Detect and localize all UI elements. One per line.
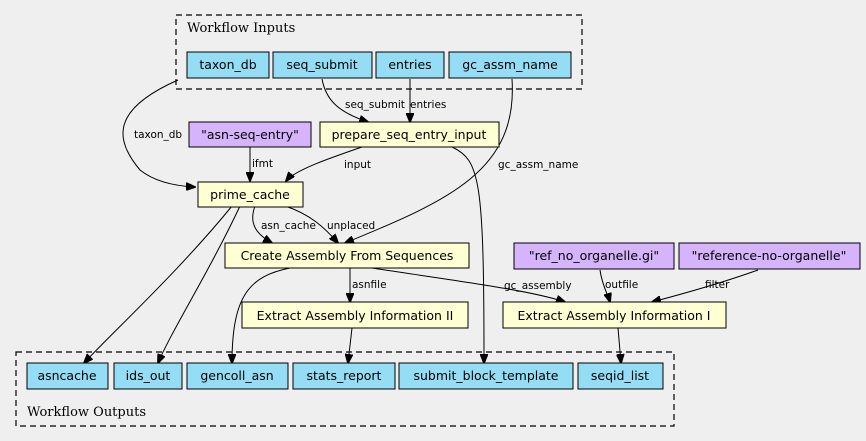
- edge-gc-assembly: [371, 267, 565, 302]
- edge-label-outfile: outfile: [605, 279, 638, 291]
- workflow-outputs-cluster: Workflow Outputs: [15, 351, 675, 427]
- svg-text:prepare_seq_entry_input: prepare_seq_entry_input: [332, 127, 487, 142]
- edge-label-entries: entries: [410, 99, 446, 111]
- edge-filter: [652, 269, 759, 302]
- node-stats-report[interactable]: stats_report: [292, 362, 396, 390]
- edge-seq-submit: [321, 78, 368, 122]
- svg-text:Extract Assembly Information I: Extract Assembly Information I: [518, 308, 711, 323]
- node-entries[interactable]: entries: [375, 51, 445, 79]
- node-gc-assm-name[interactable]: gc_assm_name: [448, 51, 572, 79]
- svg-text:ids_out: ids_out: [126, 368, 171, 383]
- svg-text:seq_submit: seq_submit: [286, 57, 357, 72]
- node-ref-no-organelle-gi[interactable]: "ref_no_organelle.gi": [513, 242, 675, 270]
- node-ids-out[interactable]: ids_out: [113, 362, 183, 390]
- edge-gc-assm-name: [345, 78, 513, 243]
- edges: taxon_db seq_submit entries gc_assm_name…: [84, 78, 759, 363]
- svg-text:gc_assm_name: gc_assm_name: [462, 57, 558, 72]
- edge-label-unplaced: unplaced: [327, 220, 375, 232]
- workflow-inputs-label: Workflow Inputs: [187, 21, 295, 36]
- edge-label-filter: filter: [705, 279, 730, 291]
- edge-label-ifmt: ifmt: [252, 158, 273, 170]
- edge-outfile: [599, 269, 610, 302]
- svg-text:taxon_db: taxon_db: [199, 57, 256, 72]
- svg-text:gencoll_asn: gencoll_asn: [200, 368, 273, 383]
- node-asncache[interactable]: asncache: [26, 362, 109, 390]
- edge-info-ii-to-stats: [348, 327, 352, 363]
- node-extract-info-ii[interactable]: Extract Assembly Information II: [241, 301, 469, 329]
- node-taxon-db[interactable]: taxon_db: [186, 51, 270, 79]
- edge-label-taxon-db: taxon_db: [134, 129, 182, 141]
- edge-unplaced: [284, 205, 338, 243]
- node-gencoll-asn[interactable]: gencoll_asn: [186, 362, 289, 390]
- svg-text:"ref_no_organelle.gi": "ref_no_organelle.gi": [529, 248, 659, 263]
- edge-prime-to-ids-out: [158, 205, 241, 363]
- edge-label-seq-submit: seq_submit: [345, 99, 405, 111]
- node-create-assembly[interactable]: Create Assembly From Sequences: [224, 242, 470, 269]
- node-prepare-seq-entry-input[interactable]: prepare_seq_entry_input: [319, 121, 500, 148]
- edge-taxon-db: [122, 79, 195, 187]
- edge-prime-to-asncache: [84, 205, 233, 363]
- node-extract-info-i[interactable]: Extract Assembly Information I: [502, 301, 727, 329]
- svg-text:submit_block_template: submit_block_template: [413, 368, 558, 383]
- edge-input: [286, 146, 363, 181]
- node-prime-cache[interactable]: prime_cache: [197, 181, 304, 208]
- edge-label-asn-cache: asn_cache: [261, 220, 316, 232]
- node-seqid-list[interactable]: seqid_list: [577, 362, 664, 390]
- workflow-inputs-cluster: Workflow Inputs: [175, 14, 583, 90]
- edge-info-i-to-seqid: [618, 327, 621, 363]
- edge-asn-cache: [252, 205, 272, 243]
- svg-text:"reference-no-organelle": "reference-no-organelle": [692, 248, 847, 263]
- edge-prepare-to-submit-block: [451, 146, 484, 363]
- svg-text:"asn-seq-entry": "asn-seq-entry": [201, 127, 299, 142]
- svg-text:seqid_list: seqid_list: [591, 368, 649, 383]
- node-seq-submit[interactable]: seq_submit: [272, 51, 373, 79]
- svg-text:Extract Assembly Information I: Extract Assembly Information II: [257, 308, 454, 323]
- node-asn-seq-entry[interactable]: "asn-seq-entry": [188, 121, 312, 148]
- node-submit-block-template[interactable]: submit_block_template: [398, 362, 574, 390]
- edge-label-input: input: [344, 159, 371, 171]
- svg-text:entries: entries: [388, 57, 431, 72]
- nodes: taxon_db seq_submit entries gc_assm_name…: [26, 51, 861, 390]
- svg-text:Create Assembly From Sequences: Create Assembly From Sequences: [241, 248, 454, 263]
- svg-text:stats_report: stats_report: [307, 368, 382, 383]
- edge-create-to-gencoll: [232, 267, 291, 363]
- edge-label-asnfile: asnfile: [352, 279, 387, 291]
- node-reference-no-organelle[interactable]: "reference-no-organelle": [678, 242, 861, 270]
- svg-text:asncache: asncache: [37, 368, 96, 383]
- svg-text:prime_cache: prime_cache: [210, 187, 290, 202]
- workflow-outputs-label: Workflow Outputs: [27, 405, 146, 420]
- edge-label-gc-assm-name: gc_assm_name: [498, 159, 578, 171]
- edge-label-gc-assembly: gc_assembly: [504, 280, 572, 292]
